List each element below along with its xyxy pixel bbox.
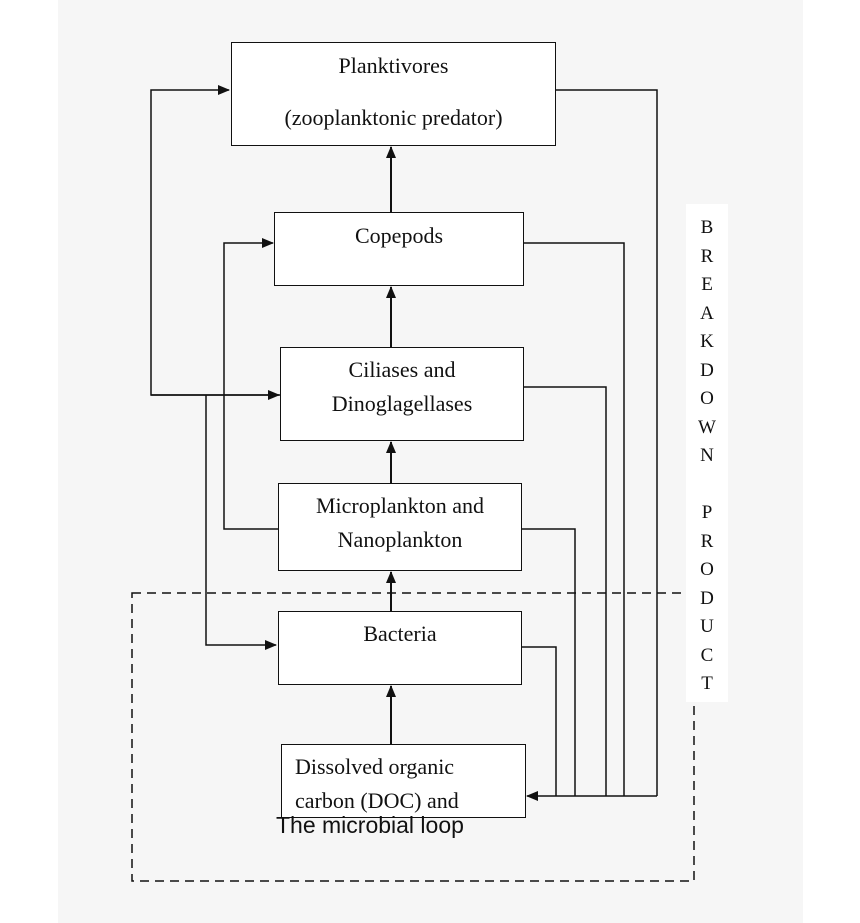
node-bacteria-line1: Bacteria [363,621,437,646]
breakdown-letter: O [700,388,714,409]
breakdown-letter: R [700,245,714,267]
node-microplankton-line2: Nanoplankton [337,527,463,552]
node-microplankton-line1: Microplankton and [315,493,485,518]
node-copepods: Copepods [274,212,524,286]
breakdown-letter: P [701,502,713,523]
node-ciliates: Ciliases and Dinoglagellases [280,347,524,441]
breakdown-letter: O [700,559,714,580]
node-doc-line1: Dissolved organic [295,754,455,779]
breakdown-letter: T [701,673,713,694]
breakdown-letter: R [700,530,714,552]
breakdown-letter: W [698,416,716,438]
breakdown-letter: A [700,302,714,324]
breakdown-letter: B [700,217,714,238]
node-ciliates-line2: Dinoglagellases [331,391,473,416]
breakdown-letter: D [700,359,714,381]
node-ciliates-line1: Ciliases and [348,357,456,382]
return-microplankton [522,528,576,796]
breakdown-letter [686,471,728,500]
return-copepods [524,242,625,796]
microbial-loop-label: The microbial loop [276,812,464,838]
breakdown-letter: K [700,331,714,352]
link-microplankton-to-copepods [223,238,278,530]
node-planktivores: Planktivores (zooplanktonic predator) [231,42,556,146]
node-bacteria: Bacteria [278,611,522,685]
breakdown-letter: U [700,616,714,637]
breakdown-product-label: B R E A K D O W N P R O D U C T [686,204,728,702]
breakdown-letter: N [700,445,714,466]
node-planktivores-line1: Planktivores [338,53,449,78]
node-doc: Dissolved organic carbon (DOC) and [281,744,526,818]
return-bacteria [522,646,557,796]
node-microplankton: Microplankton and Nanoplankton [278,483,522,571]
breakdown-letter: C [700,644,714,666]
link-ciliates-to-bacteria [205,395,277,650]
breakdown-letter: D [700,587,714,609]
microbial-loop-region [131,592,695,882]
node-planktivores-line2: (zooplanktonic predator) [284,105,503,130]
return-planktivores [556,89,658,796]
return-ciliates [524,386,607,796]
node-doc-line2: carbon (DOC) and [295,788,459,813]
node-copepods-line1: Copepods [355,223,443,248]
breakdown-letter: E [701,274,713,295]
